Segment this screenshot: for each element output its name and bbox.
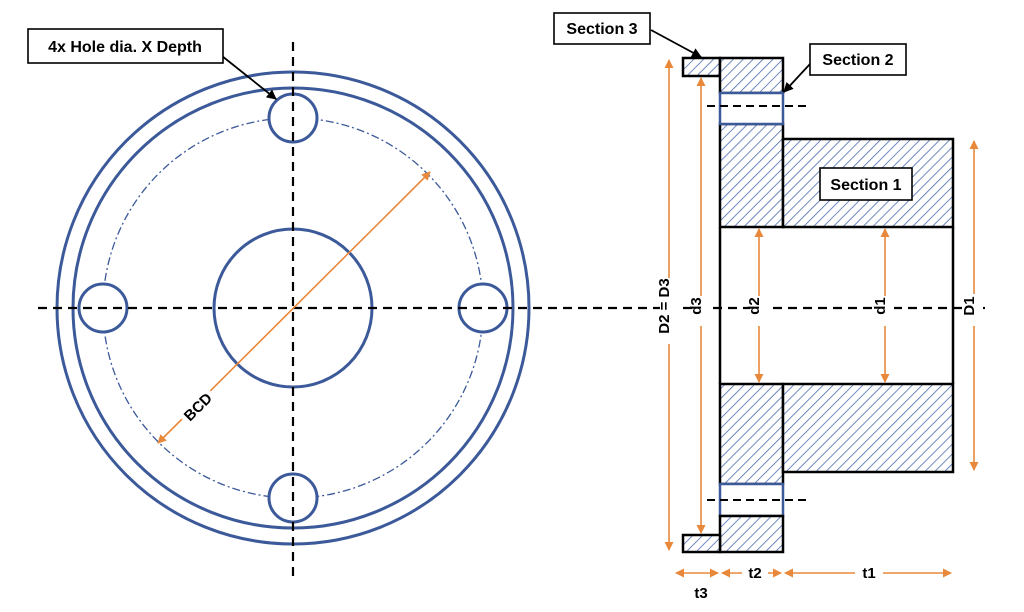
section3-top (681, 56, 722, 78)
holes-callout-box (27, 28, 224, 64)
section2-leader (783, 63, 811, 93)
section-view: D2 = D3 d3 d2 d1 D1 t3 t2 t1 Section 3 S… (553, 12, 983, 602)
holes-callout-text: 4x Hole dia. X Depth (48, 39, 202, 56)
hub-bottom (781, 382, 955, 474)
dim-t3-label: t3 (694, 585, 707, 602)
section2-callout-text: Section 2 (822, 52, 893, 69)
section3-callout-text: Section 3 (566, 21, 637, 38)
section2-callout-box (809, 43, 907, 76)
flange-bottom-inner (718, 382, 785, 486)
dim-D2-D3-label: D2 = D3 (656, 278, 673, 333)
section3-bottom (681, 533, 722, 554)
dim-D1-label: D1 (961, 296, 978, 315)
front-view: BCD 4x Hole dia. X Depth (27, 28, 985, 580)
section1-callout-text: Section 1 (830, 177, 901, 194)
section3-leader (650, 29, 702, 58)
holes-leader (221, 55, 277, 100)
section3-callout-box (553, 12, 651, 45)
dim-d2-label: d2 (746, 297, 763, 315)
flange-top-outer (718, 56, 785, 95)
bolt-hole-top-section (718, 91, 785, 126)
dim-d1-label: d1 (872, 297, 889, 315)
section1-callout-box (819, 167, 913, 201)
flange-top-inner (718, 122, 785, 229)
dim-d3-label: d3 (688, 297, 705, 315)
dim-t1-label: t1 (862, 565, 875, 582)
dim-t2-label: t2 (748, 565, 761, 582)
flange-bottom-outer (718, 514, 785, 554)
